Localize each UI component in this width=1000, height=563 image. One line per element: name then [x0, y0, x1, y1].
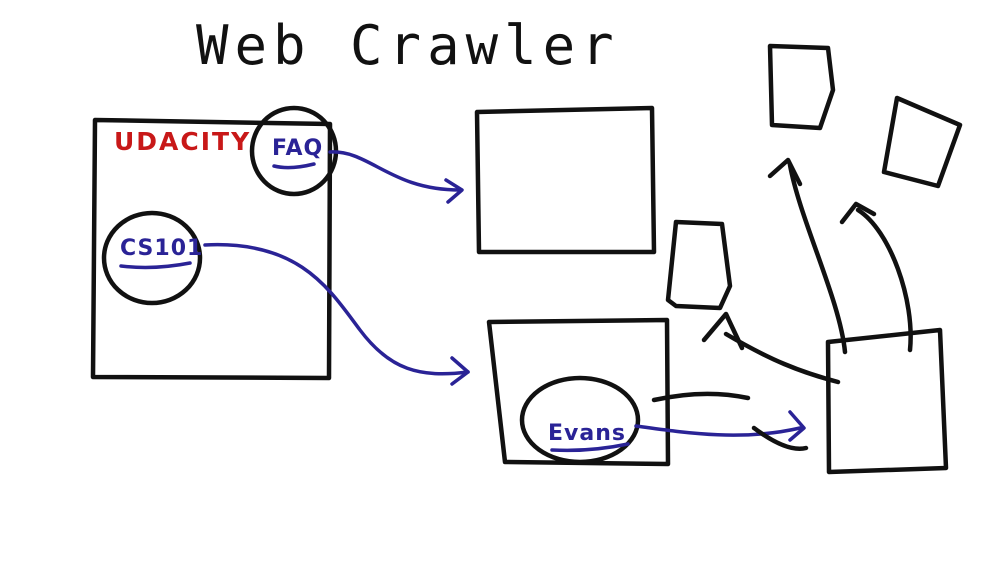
cs101-page-box [486, 317, 671, 467]
sketch-line-b [751, 425, 809, 452]
evans-arrow-head [788, 410, 806, 442]
sketch-arrow-line [723, 331, 841, 385]
sketch-line-a [651, 391, 751, 403]
next-page-top-left [767, 43, 836, 131]
faq-link-underline [272, 162, 316, 170]
faq-link-label: FAQ [272, 136, 323, 161]
cs101-link-circle [101, 210, 203, 306]
diagram-title: Web Crawler [196, 14, 620, 77]
evans-link-underline [550, 442, 630, 453]
cs101-link-label: CS101 [120, 236, 203, 261]
branch-arrow-right [855, 207, 913, 353]
sketch-arrow-head [701, 311, 745, 351]
faq-arrow-head [444, 178, 464, 204]
sketch-partial-box [665, 219, 733, 311]
evans-link-label: Evans [548, 421, 626, 446]
cs101-arrow [203, 242, 470, 376]
branch-arrow-left-head [767, 157, 803, 187]
cs101-arrow-head [450, 356, 470, 386]
evans-arrow [634, 424, 802, 437]
branch-arrow-left [787, 162, 848, 355]
evans-link-circle [519, 375, 641, 465]
start-page-box [90, 117, 333, 381]
start-page-brand: UDACITY [114, 127, 251, 156]
next-page-top-right [881, 95, 963, 189]
faq-page-box [474, 105, 657, 255]
faq-arrow [328, 150, 462, 192]
evans-page-box [825, 327, 949, 475]
cs101-link-underline [119, 261, 192, 270]
branch-arrow-right-head [839, 201, 877, 225]
